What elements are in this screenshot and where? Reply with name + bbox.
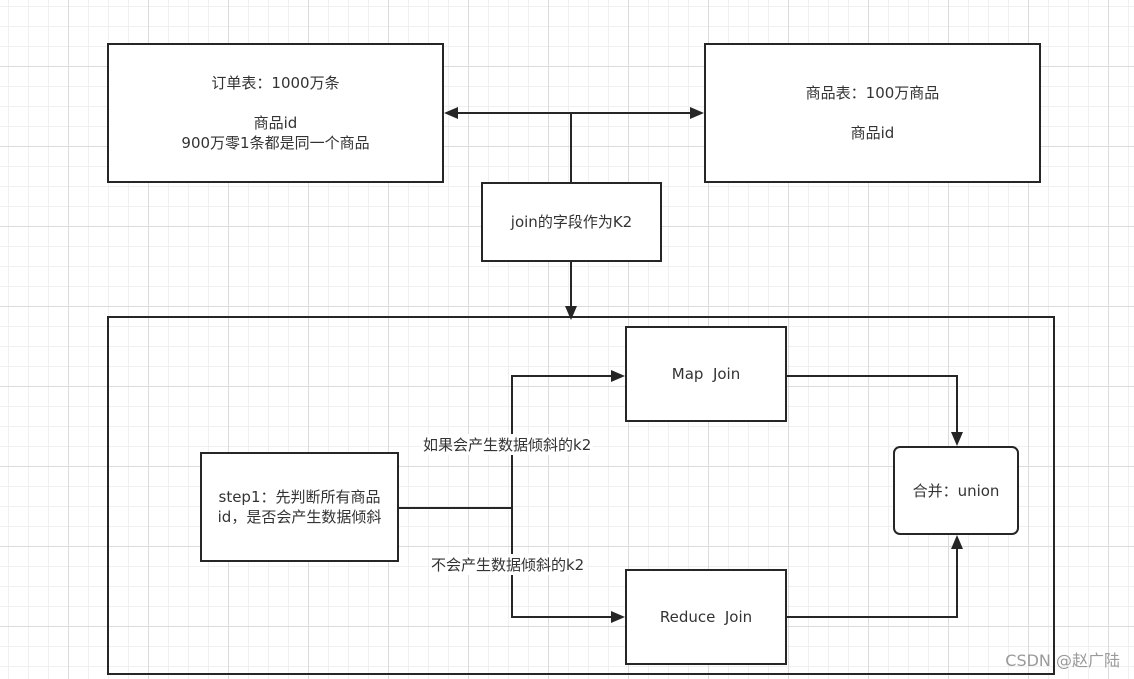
reduce-join-text: Reduce Join	[659, 608, 753, 626]
outer-container	[107, 316, 1055, 675]
connector-map-to-union-v	[956, 375, 958, 433]
join-key-box: join的字段作为K2	[481, 182, 662, 262]
join-key-text: join的字段作为K2	[510, 213, 633, 231]
connector-tables	[456, 112, 692, 114]
orders-skew-note: 900万零1条都是同一个商品	[181, 134, 370, 152]
step1-box: step1：先判断所有商品id，是否会产生数据倾斜	[200, 452, 399, 562]
arrow-map-into-union	[951, 432, 963, 446]
union-box: 合并：union	[893, 446, 1019, 535]
step1-text: step1：先判断所有商品id，是否会产生数据倾斜	[217, 488, 382, 526]
arrow-to-orders	[444, 107, 458, 119]
arrow-to-products	[690, 107, 704, 119]
connector-key-to-container	[570, 262, 572, 308]
connector-tables-to-key	[570, 113, 572, 182]
connector-map-to-union-h	[787, 375, 958, 377]
arrow-reduce-into-union	[951, 535, 963, 549]
arrow-to-map-join	[611, 370, 625, 382]
connector-to-map	[511, 375, 612, 377]
arrow-into-container	[565, 306, 577, 320]
map-join-text: Map Join	[671, 365, 741, 383]
map-join-box: Map Join	[625, 326, 787, 422]
label-skew-branch: 如果会产生数据倾斜的k2	[421, 434, 594, 455]
reduce-join-box: Reduce Join	[625, 569, 787, 665]
connector-step1-out	[399, 507, 513, 509]
connector-reduce-to-union-h	[787, 616, 958, 618]
arrow-to-reduce-join	[611, 611, 625, 623]
connector-branch-vertical	[511, 375, 513, 618]
products-product-id: 商品id	[850, 124, 895, 142]
connector-reduce-to-union-v	[956, 549, 958, 617]
products-table-title: 商品表：100万商品	[805, 84, 940, 102]
orders-table-title: 订单表：1000万条	[211, 74, 340, 92]
watermark: CSDN @赵广陆	[1005, 651, 1120, 670]
orders-table-box: 订单表：1000万条 商品id 900万零1条都是同一个商品	[107, 43, 444, 183]
products-table-box: 商品表：100万商品 商品id	[704, 43, 1041, 183]
connector-to-reduce	[511, 616, 612, 618]
orders-product-id: 商品id	[253, 114, 298, 132]
label-no-skew-branch: 不会产生数据倾斜的k2	[429, 554, 587, 575]
union-text: 合并：union	[912, 481, 1000, 500]
